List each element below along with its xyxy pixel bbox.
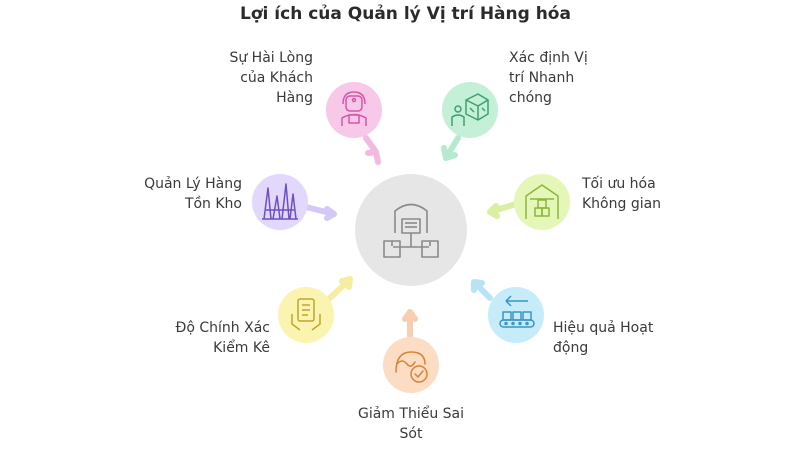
warehouse-network-icon <box>383 203 439 258</box>
label-efficiency-line-1: Hiệu quả Hoạt <box>553 320 654 336</box>
conveyor-belt-icon <box>499 295 535 328</box>
node-inventory <box>252 174 308 230</box>
arrow-efficiency <box>471 279 493 301</box>
label-locate-line-1: Xác định Vị <box>509 50 588 66</box>
arrow-locate <box>441 135 461 161</box>
label-space-line-1: Tối ưu hóa <box>582 176 656 192</box>
node-space <box>514 174 570 230</box>
arrow-errors <box>402 309 418 339</box>
node-locate <box>442 82 498 138</box>
arrow-space <box>487 201 519 219</box>
label-customer-line-2: của Khách <box>240 70 313 86</box>
label-customer-line-3: Hàng <box>276 90 313 106</box>
label-inventory-line-1: Quản Lý Hàng <box>144 176 242 192</box>
label-accuracy-line-2: Kiểm Kê <box>213 340 270 356</box>
customer-service-icon <box>341 91 367 126</box>
label-locate: Xác định Vị trí Nhanh chóng <box>509 48 639 108</box>
label-space: Tối ưu hóa Không gian <box>582 174 712 214</box>
warehouse-boxes-icon <box>525 184 559 219</box>
label-efficiency: Hiệu quả Hoạt động <box>553 318 693 358</box>
arrows <box>303 135 519 339</box>
label-efficiency-line-2: động <box>553 340 589 356</box>
worker-locating-box-icon <box>451 93 489 126</box>
node-errors <box>383 337 439 393</box>
diagram-title: Lợi ích của Quản lý Vị trí Hàng hóa <box>240 4 571 24</box>
label-errors: Giảm Thiểu Sai Sót <box>341 404 481 444</box>
label-errors-line-2: Sót <box>399 426 423 442</box>
label-accuracy-line-1: Độ Chính Xác <box>175 320 270 336</box>
label-locate-line-2: trí Nhanh <box>509 70 575 86</box>
arrow-inventory <box>303 204 337 221</box>
label-inventory-line-2: Tồn Kho <box>184 196 242 212</box>
label-inventory: Quản Lý Hàng Tồn Kho <box>112 174 242 214</box>
arrow-customer <box>363 135 381 165</box>
node-accuracy <box>278 287 334 343</box>
label-customer-line-1: Sự Hài Lòng <box>229 50 313 66</box>
node-efficiency <box>488 287 544 343</box>
node-customer <box>326 82 382 138</box>
label-customer: Sự Hài Lòng của Khách Hàng <box>205 48 313 108</box>
label-locate-line-3: chóng <box>509 90 552 106</box>
arrow-accuracy <box>327 276 353 301</box>
clipboard-hands-icon <box>291 298 321 331</box>
checkmark-graph-icon <box>395 351 428 383</box>
stock-chart-icon <box>262 183 298 220</box>
label-accuracy: Độ Chính Xác Kiểm Kê <box>140 318 270 358</box>
label-errors-line-1: Giảm Thiểu Sai <box>357 406 464 422</box>
center-node <box>355 174 467 286</box>
label-space-line-2: Không gian <box>582 196 662 212</box>
